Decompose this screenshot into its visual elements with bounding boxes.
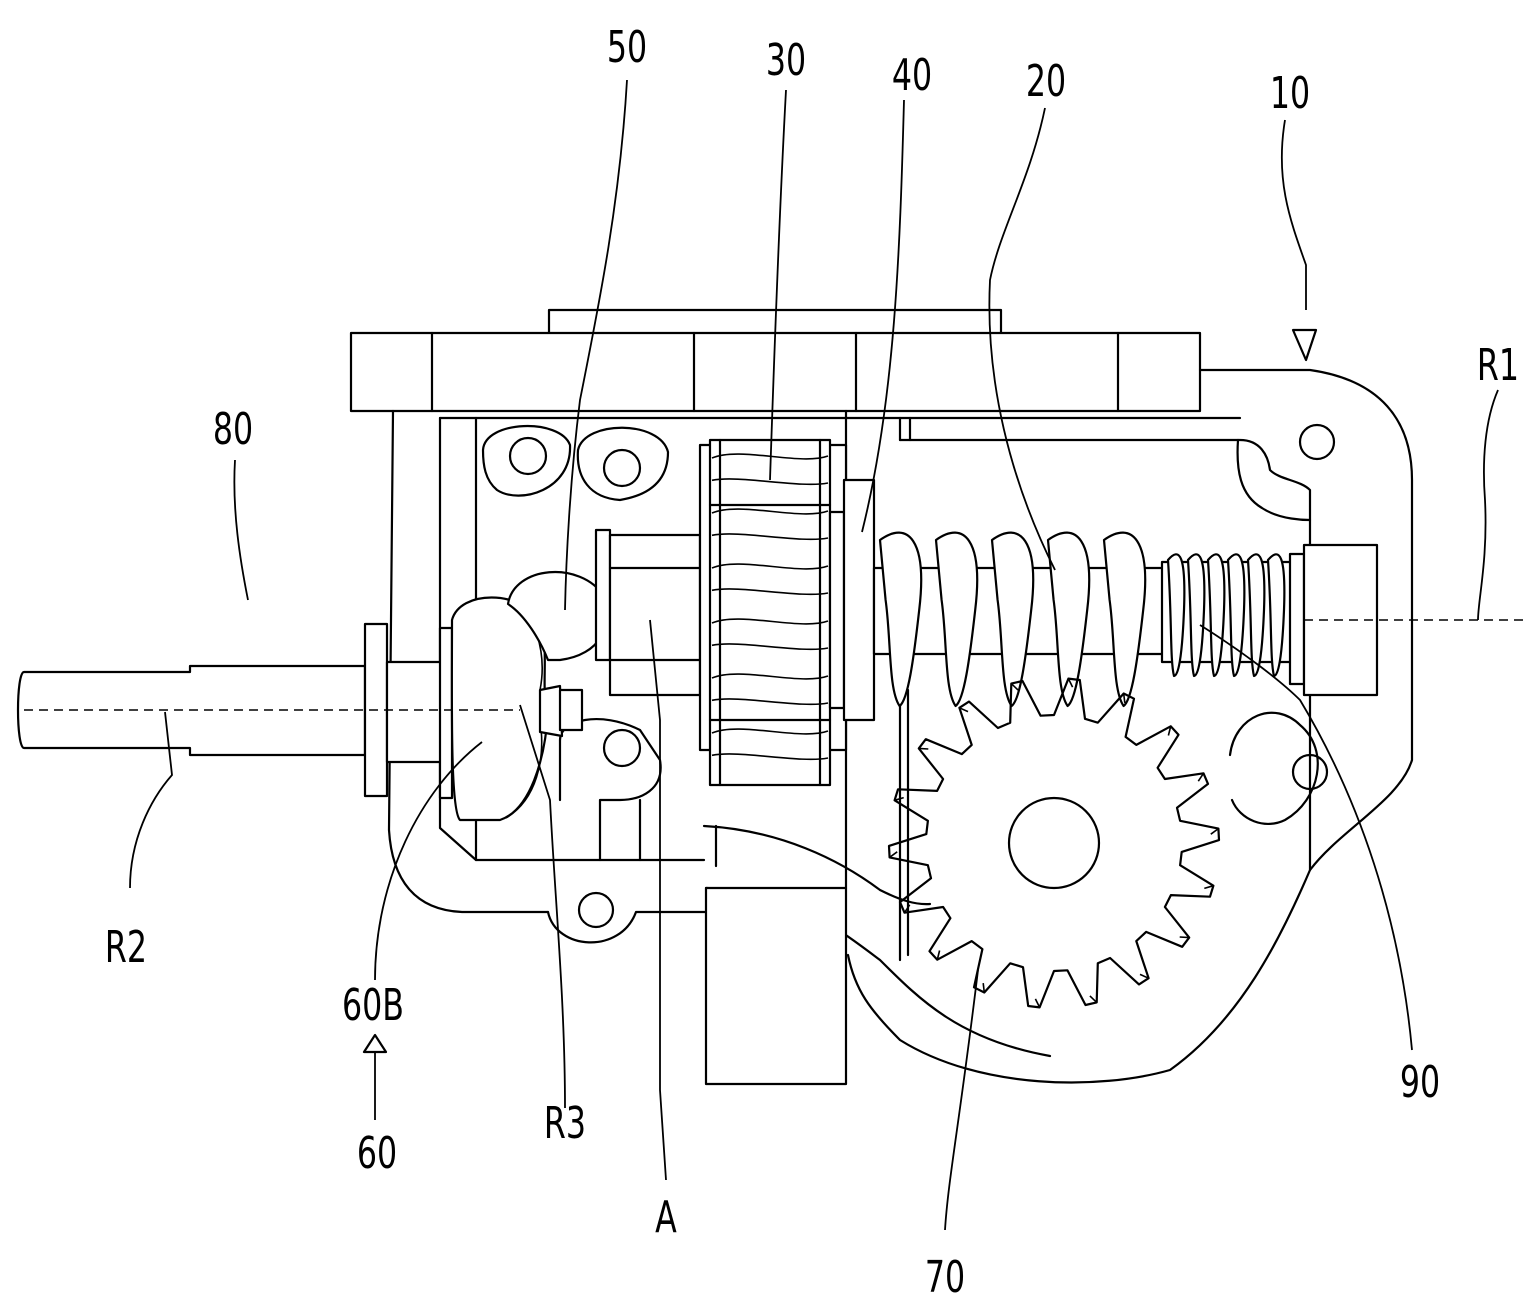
label-80: 80 <box>213 404 253 456</box>
label-60: 60 <box>357 1128 397 1180</box>
gear-tooth-edge <box>959 707 969 713</box>
gear-tooth-edge <box>1197 772 1205 782</box>
worm-wheel-tooth <box>711 533 829 541</box>
worm-thread <box>934 531 979 708</box>
label-90: 90 <box>1400 1057 1440 1109</box>
gear-tooth-edge <box>1210 827 1219 835</box>
worm-thread <box>990 531 1035 708</box>
label-10: 10 <box>1270 68 1310 120</box>
label-30: 30 <box>766 35 806 87</box>
spring-coil <box>1266 553 1286 678</box>
gear-70 <box>887 677 1221 1009</box>
worm-wheel-tooth <box>711 698 829 706</box>
spring-coil <box>1206 553 1226 678</box>
spring-90 <box>1160 553 1294 678</box>
worm-wheel-tooth <box>711 643 829 651</box>
worm-wheel-tooth <box>711 753 829 761</box>
gear-tooth-edge <box>1167 726 1172 736</box>
gear-tooth-edge <box>982 983 986 993</box>
worm-thread <box>878 531 923 708</box>
worm-wheel-tooth <box>711 673 829 680</box>
label-40: 40 <box>892 50 932 102</box>
worm-wheel-tooth <box>711 728 829 735</box>
gear-tooth-edge <box>918 747 929 750</box>
label-70: 70 <box>925 1252 965 1304</box>
worm-wheel-tooth <box>711 563 829 570</box>
gear-tooth-edge <box>894 796 904 802</box>
worm-wheel-tooth <box>711 618 829 625</box>
gear-tooth-edge <box>1089 995 1098 1003</box>
spacer-40 <box>828 478 876 722</box>
output-shaft-80 <box>16 622 444 798</box>
axis-lines <box>24 619 1525 711</box>
gear-tooth-edge <box>1067 678 1074 688</box>
arrow-10-icon <box>1291 328 1318 362</box>
spring-coil <box>1186 553 1206 678</box>
worm-wheel-tooth <box>711 588 829 596</box>
gear-tooth-edge <box>1034 998 1041 1008</box>
shaft-a <box>594 528 702 697</box>
gear-tooth-edge <box>1122 693 1126 703</box>
cam-60b <box>438 596 584 822</box>
spring-coil <box>1166 553 1186 678</box>
reference-labels: 50 30 40 20 10 R1 80 R2 60B 60 R3 A 70 9… <box>105 22 1519 1304</box>
gear-tooth-edge <box>1139 973 1149 979</box>
worm-thread <box>1046 531 1091 708</box>
label-r1: R1 <box>1477 340 1519 392</box>
label-r3: R3 <box>544 1098 586 1150</box>
gear-tooth-edge <box>936 950 941 960</box>
gear-teeth <box>887 677 1221 1009</box>
gear-tooth-edge <box>1179 936 1190 939</box>
gear-tooth-edge <box>1010 683 1019 691</box>
gear-tooth-edge <box>1204 884 1214 890</box>
label-50: 50 <box>607 22 647 74</box>
label-20: 20 <box>1026 56 1066 108</box>
label-60b: 60B <box>342 980 404 1032</box>
worm-thread <box>1102 531 1147 708</box>
label-a: A <box>655 1192 677 1244</box>
leader-lines <box>129 79 1499 1231</box>
arrow-60-icon <box>362 1033 388 1054</box>
label-r2: R2 <box>105 922 147 974</box>
worm-wheel-30 <box>698 438 848 787</box>
gear-tooth-edge <box>889 851 898 859</box>
worm-20 <box>872 531 1172 708</box>
end-nut <box>1288 543 1379 697</box>
worm-wheel-tooth <box>711 508 829 515</box>
gear-tooth-edge <box>903 904 911 914</box>
worm-wheel-tooth <box>711 478 829 486</box>
